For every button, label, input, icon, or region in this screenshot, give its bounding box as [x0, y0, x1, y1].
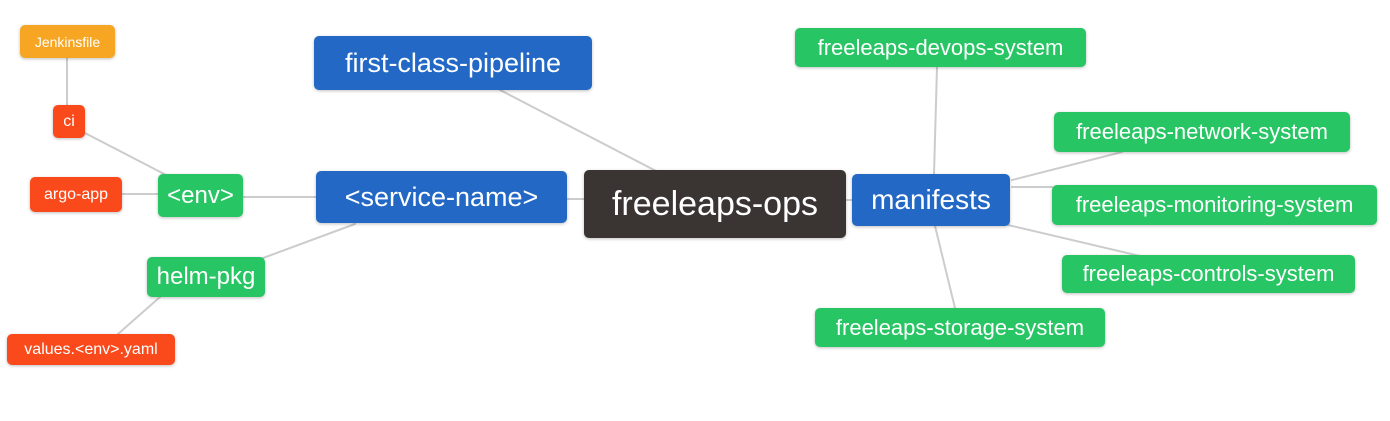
edge-manifests-freeleaps-storage-system — [934, 225, 956, 309]
node-env[interactable]: <env> — [158, 174, 243, 217]
node-freeleaps-monitoring-system[interactable]: freeleaps-monitoring-system — [1052, 185, 1377, 225]
node-freeleaps-storage-system[interactable]: freeleaps-storage-system — [815, 308, 1105, 347]
node-first-class-pipeline[interactable]: first-class-pipeline — [314, 36, 592, 90]
node-values-env-yaml[interactable]: values.<env>.yaml — [7, 334, 175, 365]
edge-helm-pkg-values-env-yaml — [117, 296, 161, 335]
node-service-name[interactable]: <service-name> — [316, 171, 567, 223]
node-freeleaps-ops[interactable]: freeleaps-ops — [584, 170, 846, 238]
edge-first-class-pipeline-freeleaps-ops — [499, 89, 659, 173]
edge-manifests-freeleaps-network-system — [1011, 151, 1123, 181]
node-jenkinsfile[interactable]: Jenkinsfile — [20, 25, 115, 58]
edge-manifests-freeleaps-controls-system — [1007, 224, 1141, 257]
node-helm-pkg[interactable]: helm-pkg — [147, 257, 265, 297]
node-freeleaps-network-system[interactable]: freeleaps-network-system — [1054, 112, 1350, 152]
edge-manifests-freeleaps-devops-system — [933, 66, 938, 175]
edge-service-name-helm-pkg — [262, 223, 356, 259]
node-argo-app[interactable]: argo-app — [30, 177, 122, 212]
node-freeleaps-devops-system[interactable]: freeleaps-devops-system — [795, 28, 1086, 67]
node-freeleaps-controls-system[interactable]: freeleaps-controls-system — [1062, 255, 1355, 293]
node-manifests[interactable]: manifests — [852, 174, 1010, 226]
node-ci[interactable]: ci — [53, 105, 85, 138]
edge-ci-env — [82, 131, 169, 177]
